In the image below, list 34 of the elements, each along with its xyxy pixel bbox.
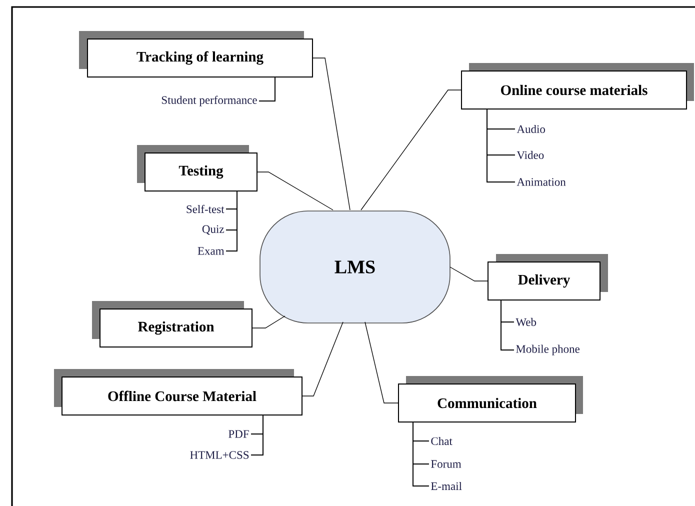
item-label: Video	[516, 150, 544, 160]
connector-line	[257, 172, 334, 210]
bracket-line	[500, 300, 514, 350]
item-label: PDF	[228, 430, 249, 438]
topic-box: Registration	[92, 301, 252, 348]
item-label: Exam	[198, 247, 224, 255]
item-label: Audio	[516, 124, 546, 134]
topic-box: Communication	[398, 376, 583, 422]
connector-line	[312, 58, 350, 210]
bracket-line	[250, 415, 264, 456]
connector-line	[252, 316, 286, 328]
connector-line	[364, 322, 398, 404]
item-label: Quiz	[202, 225, 224, 235]
bracket-line	[412, 422, 430, 486]
topic-box: Testing	[137, 145, 258, 192]
connector-line	[302, 322, 344, 396]
item-label: Web	[516, 318, 536, 326]
bracket-line	[258, 77, 276, 102]
item-label: Student performance	[162, 96, 257, 106]
item-label: Self-test	[186, 204, 224, 214]
topic-box: Delivery	[488, 254, 608, 300]
item-label: Forum	[431, 460, 462, 468]
topic-box: Offline Course Material	[54, 369, 302, 416]
connector-line	[360, 90, 462, 210]
connector-line	[450, 266, 488, 282]
item-label: Animation	[516, 178, 566, 186]
item-label: Chat	[431, 436, 452, 446]
topic-box: Online course materials	[461, 63, 694, 110]
item-label: Mobile phone	[516, 344, 580, 356]
bracket-line	[226, 191, 238, 252]
topic-box: Tracking of learning	[79, 31, 313, 78]
item-label: E-mail	[431, 482, 462, 490]
bracket-line	[486, 109, 516, 182]
item-label: HTML+CSS	[190, 451, 249, 459]
